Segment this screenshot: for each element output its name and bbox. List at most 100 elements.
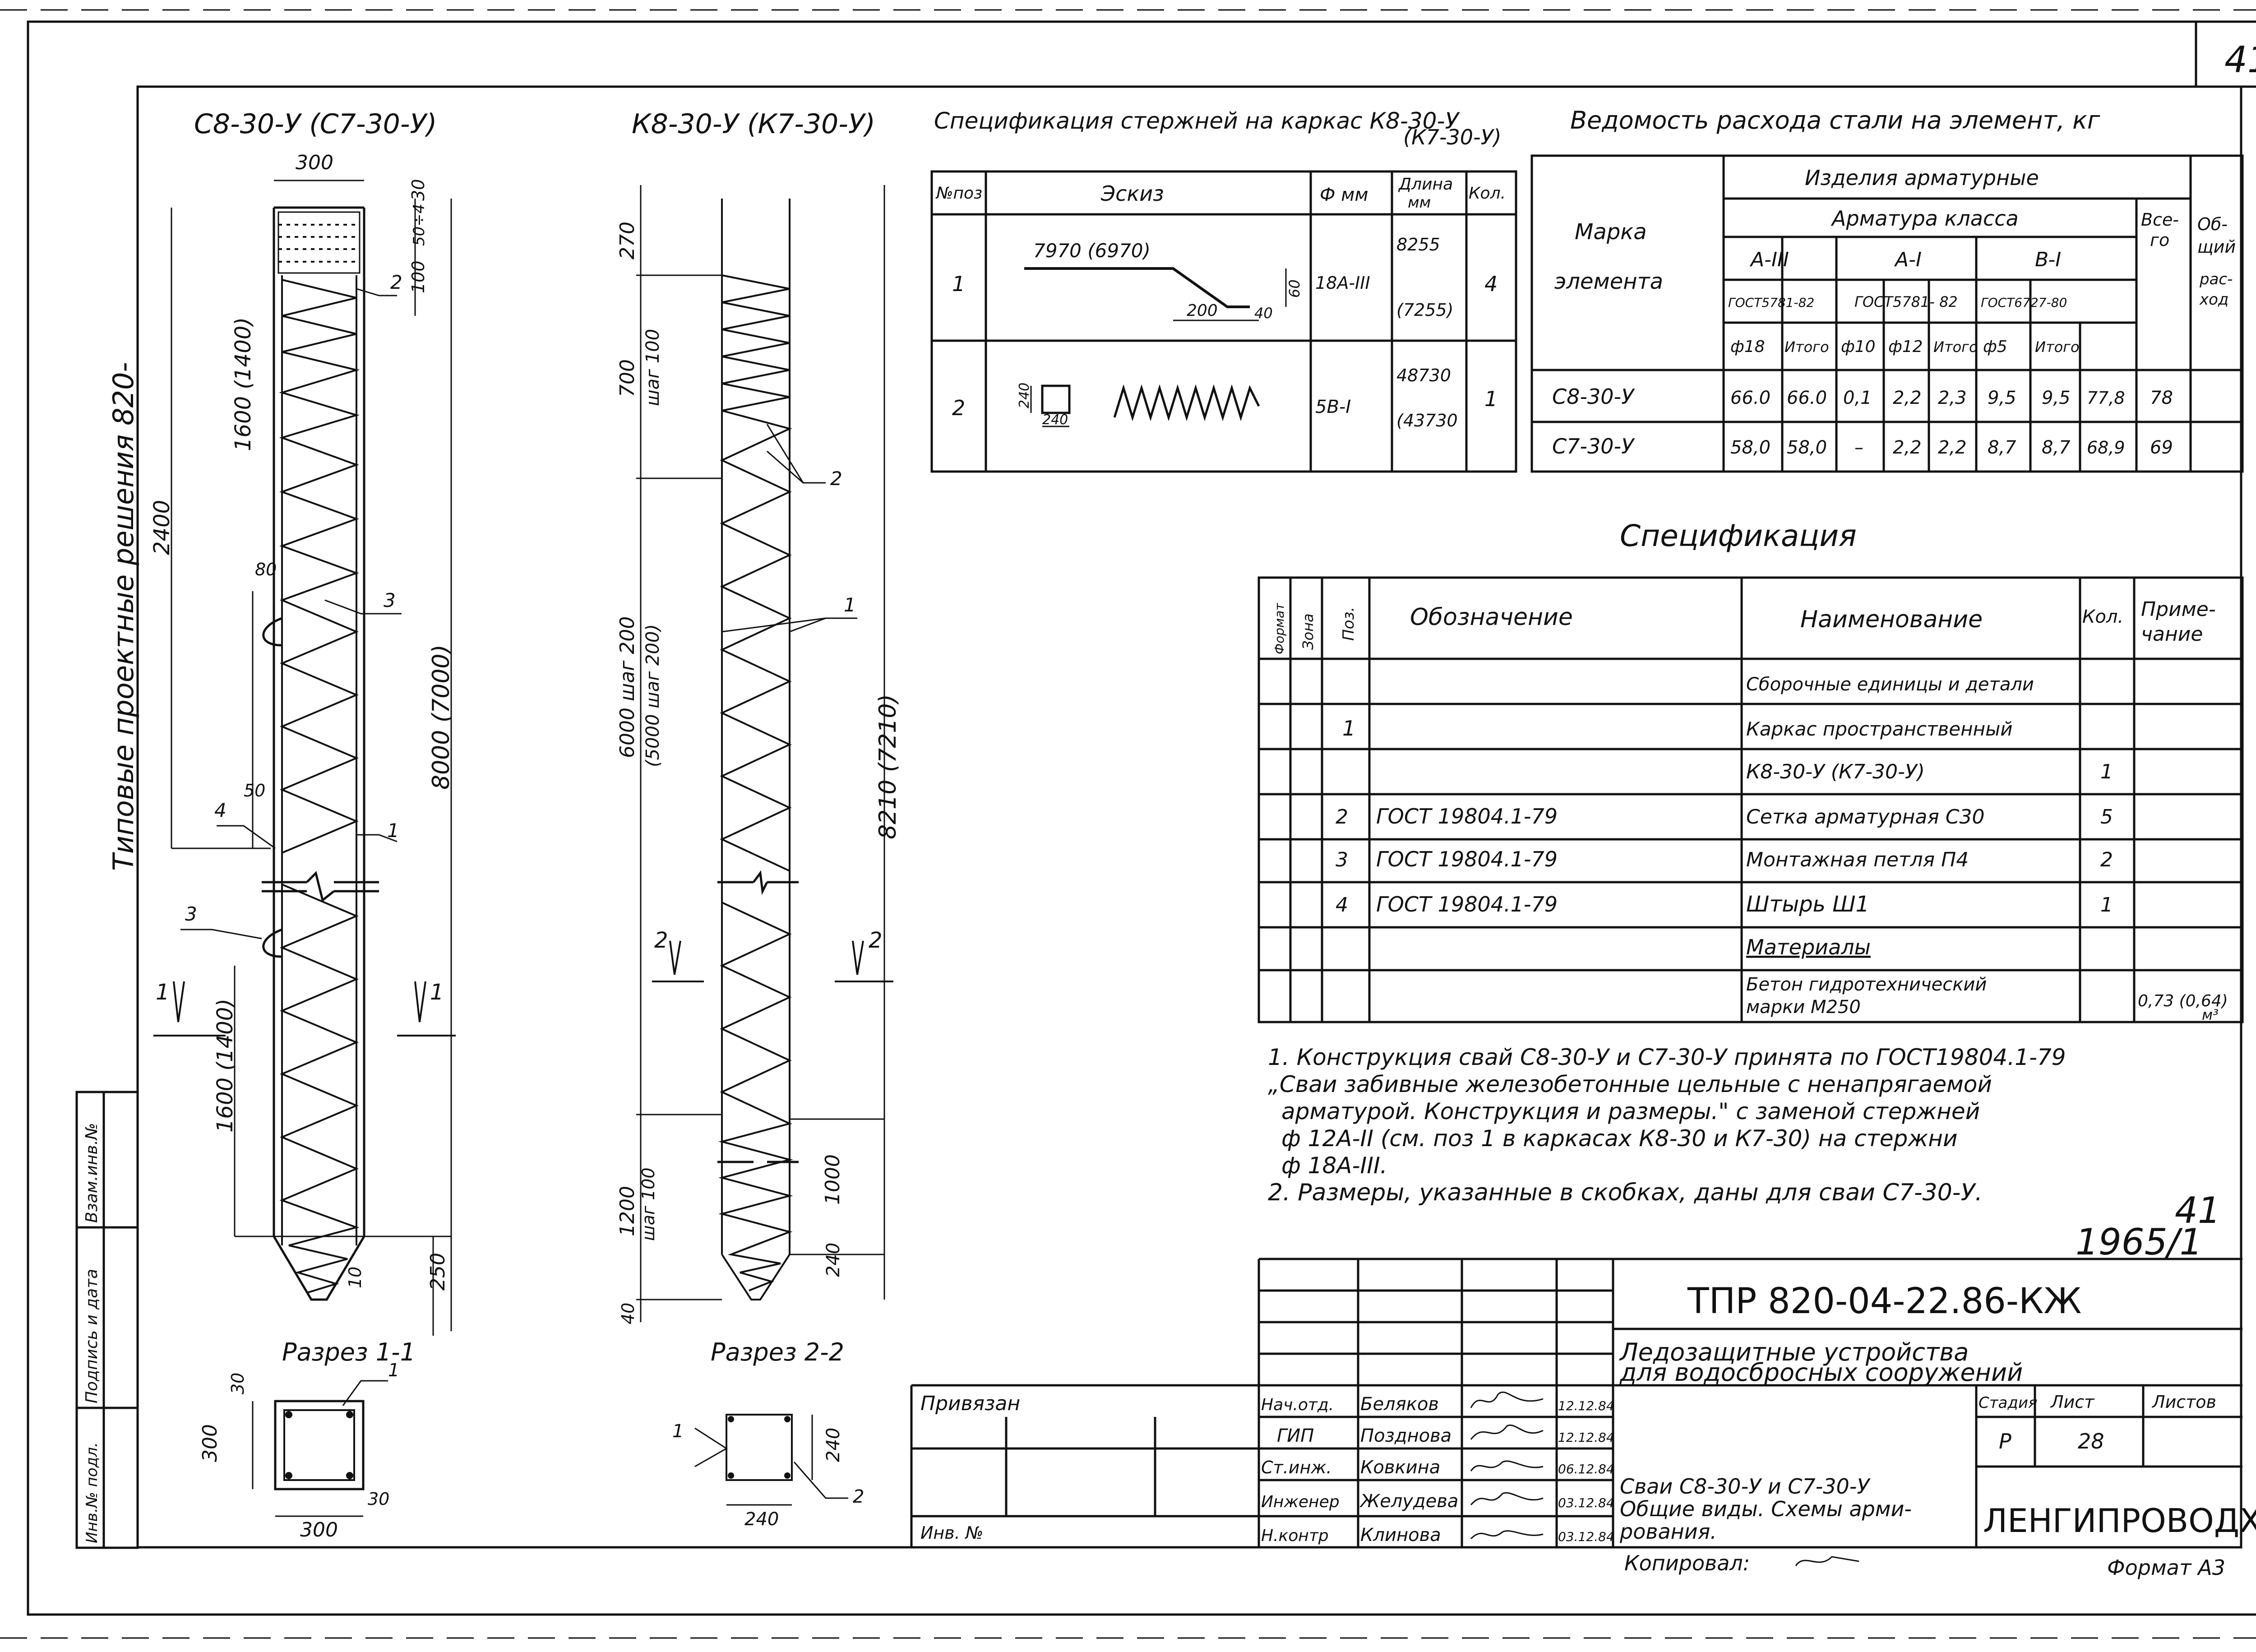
steel-class-3: B-I — [2035, 248, 2061, 271]
spec-grid — [1257, 576, 2244, 1023]
pile-break-line — [262, 871, 379, 902]
spec-r3-qty: 5 — [2100, 805, 2113, 828]
title-org: ЛЕНГИПРОВОДХОЗ — [1983, 1502, 2256, 1540]
steel-h-izd: Изделия арматурные — [1805, 166, 2039, 190]
bars-r1-d40: 40 — [1254, 305, 1273, 322]
steel-col-3: ф10 — [1841, 338, 1876, 356]
spec-r0-name: Сборочные единицы и детали — [1746, 674, 2034, 695]
spec-r4-qty: 2 — [2100, 848, 2113, 871]
bars-r1-len2: (7255) — [1396, 300, 1453, 320]
section-marks-1-1 — [153, 981, 456, 1037]
frame-callout-leaders — [721, 424, 857, 633]
title-h-sheets: Листов — [2151, 1392, 2216, 1412]
spec-r5-qty: 1 — [2100, 893, 2113, 916]
steel-gost-3: ГОСТ6727-80 — [1981, 295, 2067, 310]
steel-h-all-1: Об- — [2197, 214, 2228, 234]
note-line-1: 1. Конструкция свай С8-30-У и С7-30-У пр… — [1268, 1044, 2066, 1070]
title-project-1: Ледозащитные устройства — [1619, 1338, 1969, 1366]
steel-col-1: ф18 — [1730, 338, 1765, 356]
section-mark-1-left: 1 — [156, 980, 170, 1005]
steel-r2-v7: 68,9 — [2087, 438, 2125, 458]
dim-50: 50÷4 — [410, 204, 428, 246]
title-inv: Инв. № — [920, 1523, 983, 1543]
steel-h-all-3: рас- — [2199, 270, 2233, 288]
steel-col-5: Итого — [1933, 338, 1978, 356]
callout-1: 1 — [387, 819, 399, 842]
title-drawing-3: рования. — [1619, 1519, 1717, 1544]
dim-100: 100 — [408, 260, 428, 293]
steel-col-7: Итого — [2035, 338, 2080, 356]
bars-h-pos: №поз — [935, 184, 982, 203]
dim-10: 10 — [345, 1267, 365, 1288]
section-1-dim-300-v: 300 — [199, 1424, 222, 1462]
dim-2400: 2400 — [149, 500, 175, 555]
signer-1-name: Беляков — [1360, 1394, 1439, 1415]
signer-4-date: 03.12.84 — [1558, 1495, 1614, 1510]
section-mark-2-right: 2 — [869, 928, 883, 953]
stamp-41: 41 — [2175, 1189, 2221, 1231]
frame-title: К8-30-У (К7-30-У) — [632, 108, 875, 140]
callout-4: 4 — [214, 799, 227, 821]
steel-r1-v4: 2,3 — [1938, 388, 1967, 408]
pile-spiral — [279, 279, 360, 1294]
signer-2-role: ГИП — [1277, 1425, 1314, 1446]
sheet-number-box — [2195, 20, 2256, 88]
title-code: ТПР 820-04-22.86-КЖ — [1687, 1281, 2081, 1322]
dim-5000: (5000 шаг 200) — [643, 624, 663, 767]
section-mark-2-left: 2 — [654, 928, 668, 953]
spec-h-name: Наименование — [1800, 606, 1983, 633]
bar-2-dims — [1030, 386, 1069, 427]
steel-r2-v5: 8,7 — [1988, 437, 2016, 458]
spec-r2-name: К8-30-У (К7-30-У) — [1746, 760, 1925, 783]
dim-8000: 8000 (7000) — [428, 644, 455, 790]
dim-8210: 8210 (7210) — [874, 694, 901, 839]
steel-h-total-2: го — [2150, 230, 2169, 250]
dim-step-100: шаг 100 — [643, 329, 663, 406]
steel-gost-1: ГОСТ5781-82 — [1728, 295, 1814, 310]
bars-h-sketch: Эскиз — [1100, 181, 1164, 206]
steel-r1-v8: 78 — [2150, 388, 2173, 408]
section-1-bars — [285, 1411, 353, 1479]
spec-h-note-2: чание — [2141, 623, 2203, 646]
steel-r2-v6: 8,7 — [2042, 437, 2071, 458]
signer-5-date: 03.12.84 — [1558, 1529, 1614, 1544]
side-stamp-2: Подпись и дата — [83, 1269, 101, 1403]
spec-h-pos: Поз. — [1340, 607, 1358, 641]
dim-30: 30 — [408, 179, 428, 201]
dim-1600-lower: 1600 (1400) — [213, 999, 238, 1133]
title-stage: Р — [1999, 1429, 2011, 1453]
pile-dimension-lines — [171, 180, 452, 1336]
section-2-callout-2: 2 — [853, 1486, 864, 1507]
steel-h-total-1: Все- — [2141, 210, 2179, 230]
spec-r6-name: Материалы — [1746, 935, 1871, 959]
steel-r2-v8: 69 — [2150, 437, 2173, 458]
signer-1-date: 12.12.84 — [1558, 1398, 1614, 1413]
spec-h-note-1: Приме- — [2141, 598, 2216, 621]
bars-r1-dia: 18А-III — [1315, 273, 1370, 293]
side-stamp-grid — [75, 1091, 139, 1549]
section-2-dim-240-h: 240 — [744, 1509, 779, 1530]
spec-r7-note-2: м³ — [2202, 1006, 2219, 1023]
section-2-callout-1: 1 — [672, 1421, 684, 1442]
copier-signature — [1795, 1556, 1859, 1566]
title-project-2: для водосбросных сооружений — [1619, 1358, 2023, 1387]
title-h-sheet: Лист — [2050, 1392, 2095, 1412]
bars-r2-d240a: 240 — [1017, 383, 1032, 408]
bar-2-sketch — [1041, 384, 1260, 421]
spec-r3-name: Сетка арматурная С30 — [1746, 805, 1985, 828]
steel-class-1: A-III — [1749, 248, 1789, 271]
section-2-dim-240-v: 240 — [823, 1428, 844, 1462]
dim-1200: 1200 — [616, 1186, 639, 1236]
bars-r1-d200: 200 — [1187, 301, 1218, 320]
note-line-5: ф 18А-III. — [1281, 1152, 1387, 1179]
signer-5-name: Клинова — [1360, 1525, 1441, 1546]
bar-1-sketch — [1024, 267, 1250, 308]
frame-outline — [721, 199, 791, 1300]
steel-h-all-2: щий — [2197, 237, 2236, 257]
sheet-format: Формат А3 — [2107, 1555, 2225, 1580]
spec-r7-note: 0,73 (0,64) — [2138, 992, 2228, 1010]
section-1-dim-300-h: 300 — [300, 1518, 338, 1541]
section-1-drawing — [252, 1380, 388, 1517]
bars-r1-len: 8255 — [1396, 235, 1440, 255]
callout-3: 3 — [384, 589, 396, 611]
